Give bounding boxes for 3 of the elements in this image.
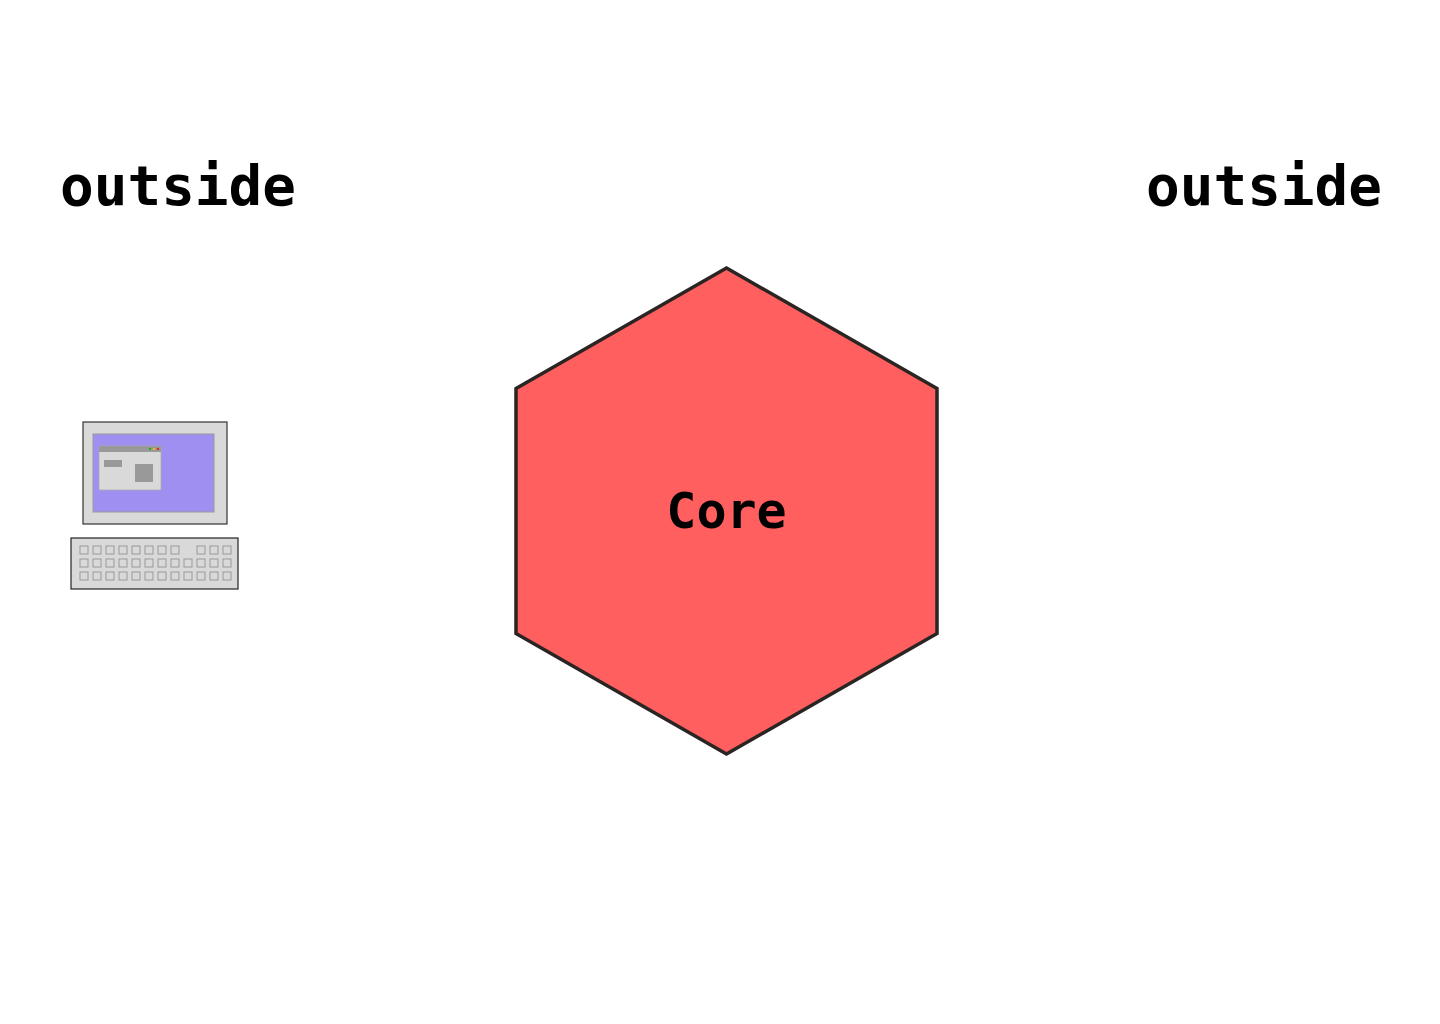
region-label: outside (1146, 158, 1382, 214)
hexagon-node: Core (514, 266, 939, 756)
region-label: outside (60, 158, 296, 214)
